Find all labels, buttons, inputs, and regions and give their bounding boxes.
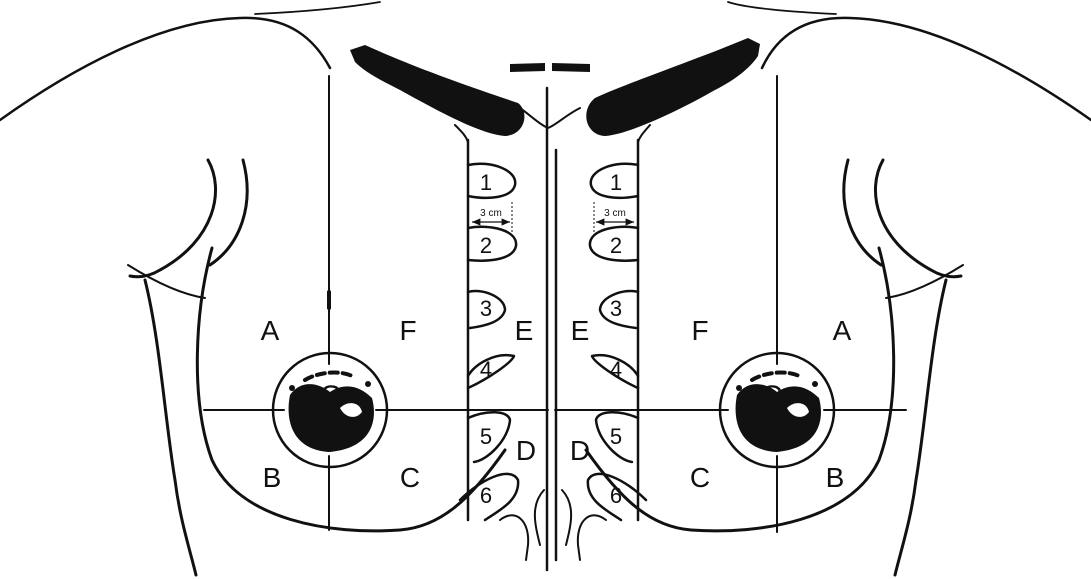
space-number-4-left: 4 <box>480 357 492 382</box>
space-number-2-left: 2 <box>480 233 492 258</box>
region-b-right: B <box>826 462 845 493</box>
space-number-1-left: 1 <box>480 170 492 195</box>
space-number-5-right: 5 <box>610 424 622 449</box>
space-number-5-left: 5 <box>480 424 492 449</box>
region-e-right: E <box>571 315 590 346</box>
region-b-left: B <box>263 462 282 493</box>
sternal-notch <box>510 63 590 72</box>
region-d-left: D <box>516 435 536 466</box>
clavicle-left <box>350 45 524 136</box>
space-number-6-right: 6 <box>610 483 622 508</box>
region-d-right: D <box>570 435 590 466</box>
space-number-2-right: 2 <box>610 233 622 258</box>
region-c-left: C <box>400 462 420 493</box>
space-number-3-right: 3 <box>610 296 622 321</box>
region-f-right: F <box>691 315 708 346</box>
region-a-left: A <box>261 315 280 346</box>
space-number-1-right: 1 <box>610 170 622 195</box>
quadrant-lines-right <box>555 76 906 532</box>
region-f-left: F <box>399 315 416 346</box>
space-number-4-right: 4 <box>610 357 622 382</box>
region-g-left: G <box>319 380 342 413</box>
measurement-label-left: 3 cm <box>480 208 502 219</box>
measurement-label-right: 3 cm <box>604 208 626 219</box>
region-c-right: C <box>690 462 710 493</box>
space-number-6-left: 6 <box>480 483 492 508</box>
region-a-right: A <box>833 315 852 346</box>
intercostal-loops-left <box>460 164 544 560</box>
manubrium-curve <box>520 108 580 128</box>
region-e-left: E <box>515 315 534 346</box>
region-g-right: G <box>760 380 783 413</box>
clavicle-right <box>586 38 760 136</box>
space-number-3-left: 3 <box>480 296 492 321</box>
intercostal-loops-right <box>562 164 646 560</box>
